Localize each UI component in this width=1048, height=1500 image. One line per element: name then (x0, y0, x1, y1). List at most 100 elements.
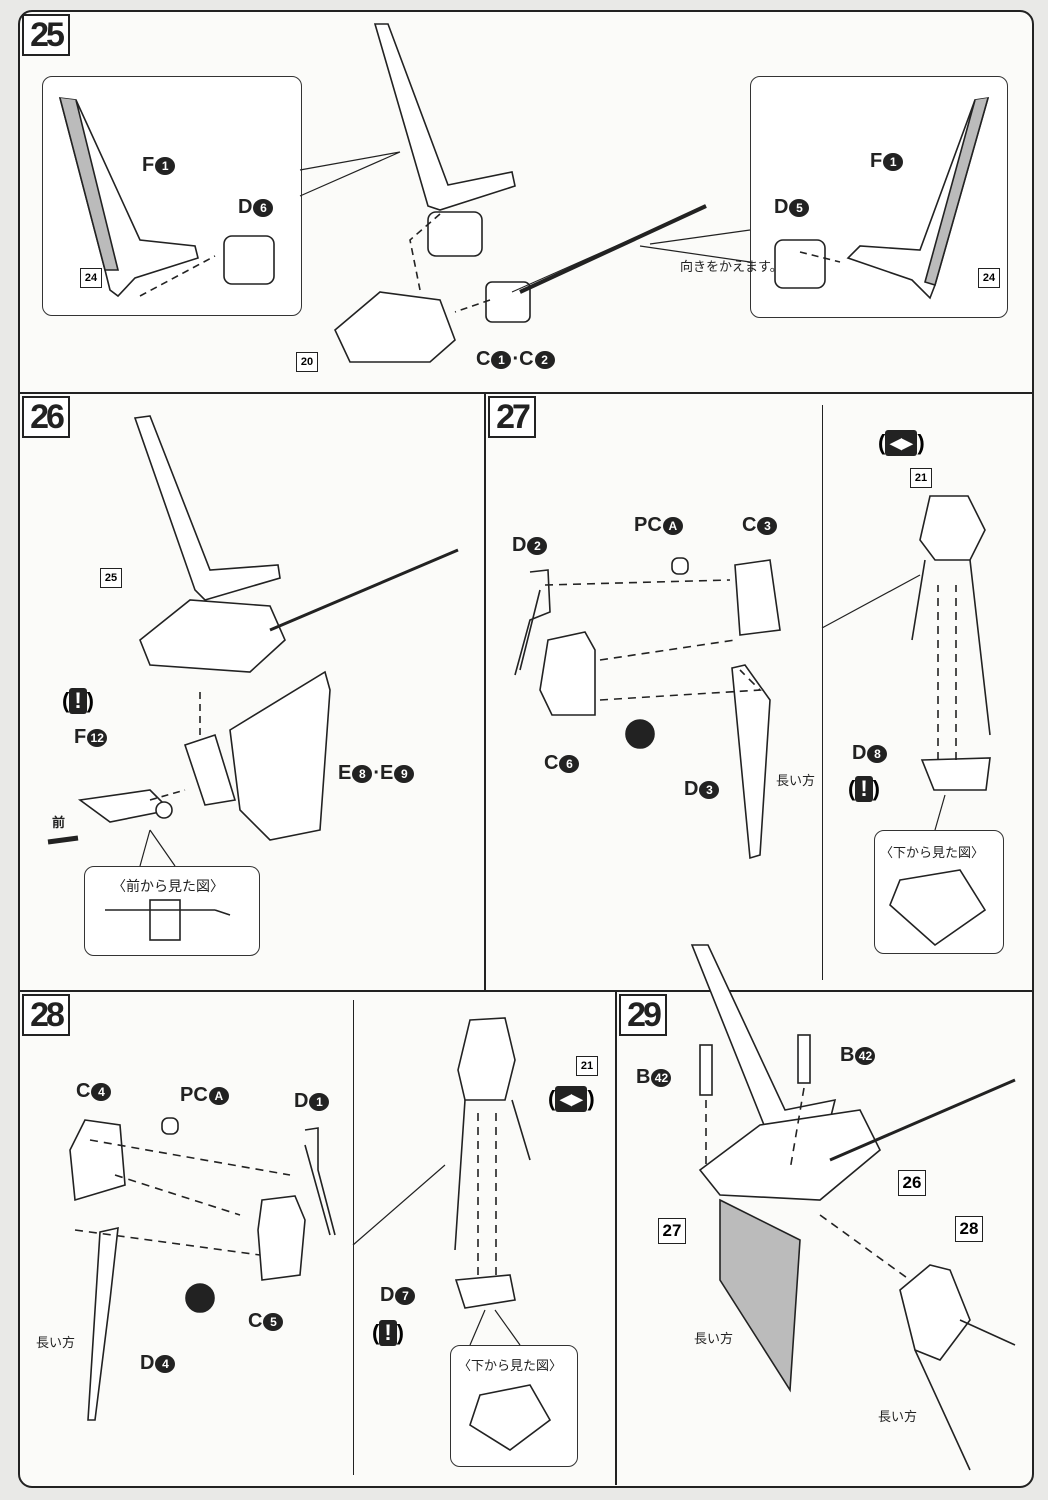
part-number-badge: 12 (87, 728, 108, 747)
exclamation-icon: ! (69, 688, 87, 714)
part-number-badge: 9 (394, 764, 415, 783)
part-number-badge: 8 (867, 744, 888, 763)
long-side-note: 長い方 (36, 1336, 76, 1351)
part-runner-letter: D (140, 1352, 155, 1374)
part-runner-letter: D (380, 1284, 395, 1306)
part-runner-letter: F (870, 150, 883, 172)
front-view-caption: 〈前から見た図〉 (112, 879, 224, 895)
bottom-view-caption: 〈下から見た図〉 (880, 846, 985, 861)
part-runner-letter: PC (180, 1084, 208, 1106)
long-side-note: 長い方 (776, 774, 816, 789)
exclamation-icon: ! (855, 776, 873, 802)
divider (822, 405, 823, 980)
part-number-badge: 1 (883, 152, 904, 171)
reference-step-21: 21 (576, 1056, 598, 1076)
part-number-badge: 5 (263, 1312, 284, 1331)
part-runner-letter: C (544, 752, 559, 774)
symmetric-mark: (◂▸) (548, 1086, 595, 1112)
part-runner-letter: F (142, 154, 155, 176)
step-number-26: 26 (22, 396, 70, 438)
divider (484, 392, 486, 992)
part-number-badge: 1 (309, 1092, 330, 1111)
reference-step-27: 27 (658, 1218, 686, 1244)
reference-step-20: 20 (296, 352, 318, 372)
reference-step-26: 26 (898, 1170, 926, 1196)
part-runner-letter: D (852, 742, 867, 764)
part-number-badge: 3 (757, 516, 778, 535)
turn-around-note: 向きをかえます。 (680, 260, 783, 275)
part-runner-letter: B (840, 1044, 855, 1066)
part-number-badge: 5 (789, 198, 810, 217)
part-number-badge: 42 (855, 1046, 876, 1065)
part-runner-letter: B (636, 1066, 651, 1088)
long-side-note: 長い方 (694, 1332, 734, 1347)
part-runner-letter: C (76, 1080, 91, 1102)
front-label: 前 (52, 816, 66, 831)
reference-step-24: 24 (80, 268, 102, 288)
caution-mark: (!) (848, 776, 880, 802)
part-number-badge: A (662, 516, 683, 535)
reference-step-24: 24 (978, 268, 1000, 288)
part-runner-letter: C (476, 348, 491, 370)
part-runner-letter: D (774, 196, 789, 218)
reference-step-21: 21 (910, 468, 932, 488)
part-number-badge: 6 (253, 198, 274, 217)
part-runner-letter: E (338, 762, 352, 784)
step-number-28: 28 (22, 994, 70, 1036)
part-number-badge: 8 (352, 764, 373, 783)
part-number-badge: 6 (559, 754, 580, 773)
part-number-badge: 2 (527, 536, 548, 555)
part-number-badge: 4 (155, 1354, 176, 1373)
part-number-badge: 1 (155, 156, 176, 175)
caution-mark: (!) (372, 1320, 404, 1346)
part-number-badge: 4 (91, 1082, 112, 1101)
part-number-badge: 3 (699, 780, 720, 799)
part-runner-letter: D (294, 1090, 309, 1112)
step-number-29: 29 (619, 994, 667, 1036)
part-number-badge: 7 (395, 1286, 416, 1305)
exclamation-icon: ! (379, 1320, 397, 1346)
part-runner-letter: C (742, 514, 757, 536)
part-runner-letter: D (512, 534, 527, 556)
caution-mark: (!) (62, 688, 94, 714)
part-runner-letter: D (684, 778, 699, 800)
part-number-badge: 2 (534, 350, 555, 369)
part-runner-letter: ·E (373, 762, 394, 784)
part-runner-letter: PC (634, 514, 662, 536)
part-number-badge: 42 (651, 1068, 672, 1087)
step-number-25: 25 (22, 14, 70, 56)
part-runner-letter: C (248, 1310, 263, 1332)
mirror-icon: ◂▸ (555, 1086, 588, 1112)
step-number-27: 27 (488, 396, 536, 438)
mirror-icon: ◂▸ (885, 430, 918, 456)
divider (18, 990, 1032, 992)
part-runner-letter: D (238, 196, 253, 218)
divider (18, 392, 1032, 394)
symmetric-mark: (◂▸) (878, 430, 925, 456)
divider (615, 990, 617, 1485)
divider (353, 1000, 354, 1475)
part-number-badge: A (208, 1086, 229, 1105)
